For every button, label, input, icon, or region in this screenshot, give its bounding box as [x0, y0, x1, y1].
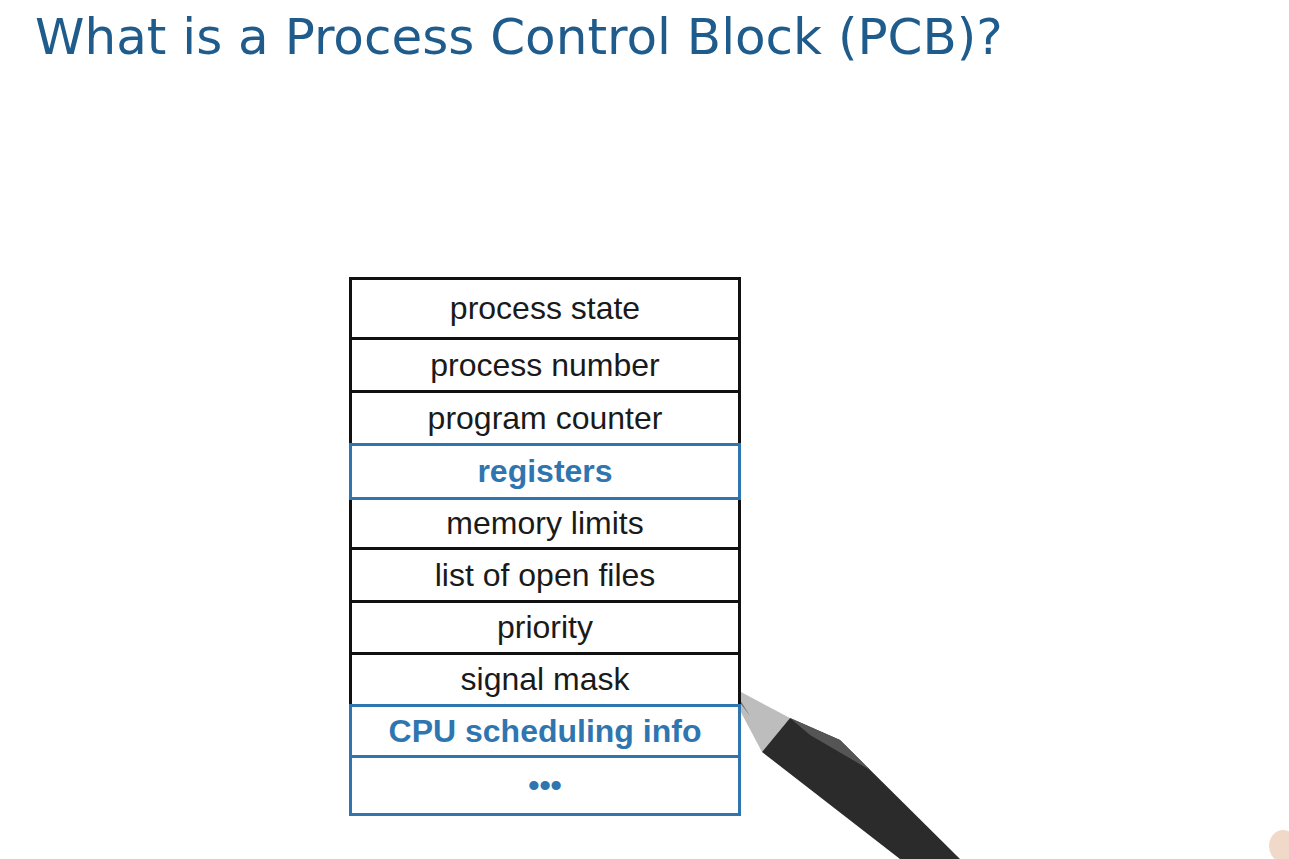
field-label: ••• — [528, 767, 562, 804]
pcb-field: priority — [349, 600, 741, 655]
pcb-field: list of open files — [349, 547, 741, 603]
pcb-field: program counter — [349, 390, 741, 446]
pcb-field: process number — [349, 337, 741, 393]
pcb-field: registers — [349, 443, 741, 500]
field-label: signal mask — [461, 661, 630, 698]
field-label: memory limits — [446, 505, 643, 542]
field-label: list of open files — [435, 557, 656, 594]
field-label: CPU scheduling info — [389, 713, 702, 750]
pcb-field: CPU scheduling info — [349, 704, 741, 758]
field-label: program counter — [428, 400, 663, 437]
field-label: registers — [477, 453, 612, 490]
pcb-field: ••• — [349, 755, 741, 816]
pen-body — [762, 718, 960, 859]
handwritten-title: What is a Process Control Block (PCB)? — [35, 8, 1003, 66]
pen-highlight — [790, 718, 870, 770]
pcb-field: signal mask — [349, 652, 741, 707]
hand-edge — [1269, 830, 1289, 859]
field-label: process state — [450, 290, 640, 327]
pcb-field: process state — [349, 277, 741, 340]
pcb-stack: process state process number program count… — [349, 277, 741, 816]
pcb-field: memory limits — [349, 497, 741, 550]
field-label: priority — [497, 609, 593, 646]
field-label: process number — [430, 347, 659, 384]
